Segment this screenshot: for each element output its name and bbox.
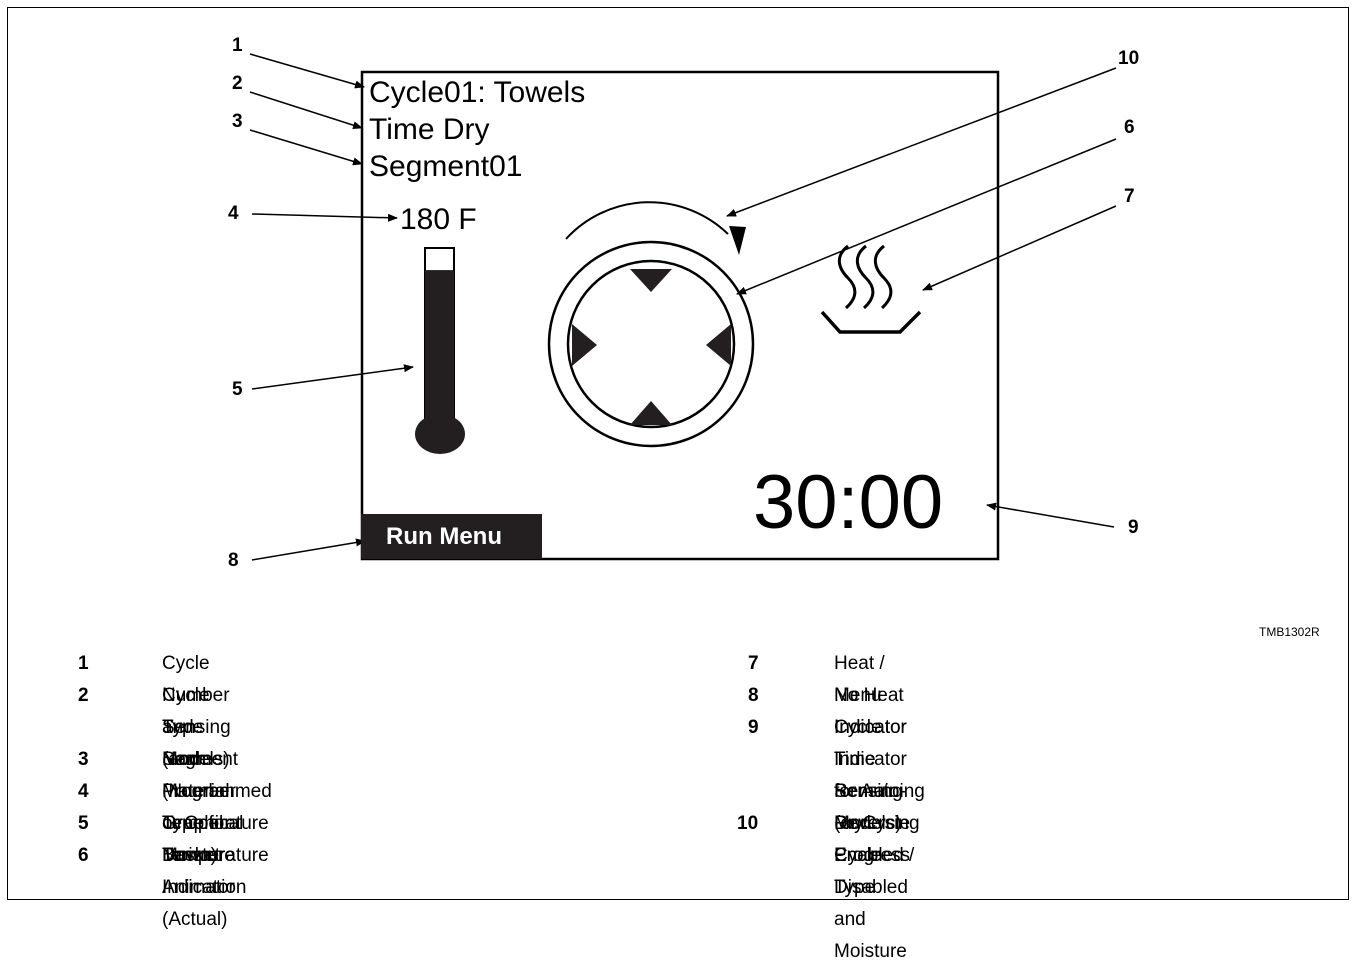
legend-num-8: 8 — [748, 685, 759, 706]
temperature-readout: 180 F — [400, 203, 477, 236]
menu-indicator[interactable]: Run Menu — [361, 514, 542, 559]
callout-7: 7 — [1124, 186, 1135, 207]
legend-num-6: 6 — [78, 845, 89, 866]
callout-8: 8 — [228, 550, 239, 571]
legend-num-4: 4 — [78, 781, 89, 802]
legend-num-9: 9 — [748, 717, 759, 738]
legend-text-10: Reversing Enabled / Disabled — [834, 813, 920, 898]
legend-text-1: Cycle Number and Name — [162, 653, 230, 770]
callout-1: 1 — [232, 35, 243, 56]
legend-text-4: Programmed Temperature — [162, 781, 272, 834]
legend-text-2b: Sensing Models) — [162, 717, 231, 770]
legend-text-9a: Cycle Time Remaining (or Cycle Progress — [834, 717, 925, 866]
legend-text-2a: Cycle Type (and Material Type for Moistu… — [162, 685, 235, 866]
legend-num-5: 5 — [78, 813, 89, 834]
callout-2: 2 — [232, 73, 243, 94]
display-graphic — [249, 53, 1117, 561]
callout-9: 9 — [1128, 517, 1139, 538]
callout-5: 5 — [232, 379, 243, 400]
legend-num-3: 3 — [78, 749, 89, 770]
legend-num-2: 2 — [78, 685, 89, 706]
legend-text-6: Basket Animation — [162, 845, 247, 898]
time-remaining: 30:00 — [753, 460, 944, 545]
thermometer-icon — [415, 247, 465, 454]
reversing-arrow-icon — [565, 201, 746, 255]
basket-icon — [547, 240, 755, 448]
legend-text-7: Heat / No Heat Indicator — [834, 653, 907, 738]
callout-6: 6 — [1124, 117, 1135, 138]
cycle-name: Cycle01: Towels — [369, 76, 586, 109]
callout-4: 4 — [228, 203, 239, 224]
figure-code: TMB1302R — [1259, 625, 1320, 639]
legend-text-8: Menu Indicator — [834, 685, 907, 738]
callout-10: 10 — [1118, 48, 1140, 69]
legend-text-9c: Sensing Models) — [834, 781, 903, 834]
callout-leaders — [249, 53, 1117, 561]
callout-3: 3 — [232, 111, 243, 132]
legend-num-7: 7 — [748, 653, 759, 674]
legend-num-10: 10 — [737, 813, 759, 834]
legend-num-1: 1 — [78, 653, 89, 674]
segment-label: Segment01 — [369, 150, 523, 183]
lcd-screen — [360, 70, 1000, 561]
heat-icon — [820, 244, 922, 334]
legend-text-3: Segment (Number or Cool Down) — [162, 749, 239, 866]
cycle-type: Time Dry — [369, 113, 490, 146]
figure-frame — [7, 7, 1349, 900]
